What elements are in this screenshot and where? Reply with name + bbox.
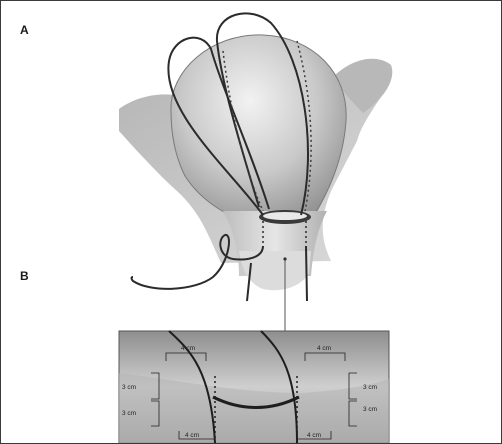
dim-right-upper: 3 cm (363, 384, 377, 391)
dim-left-upper: 3 cm (122, 384, 136, 391)
dim-left-lower: 3 cm (122, 410, 136, 417)
inset-panel: 4 cm 3 cm 3 cm 4 cm 4 cm 3 cm 3 cm 4 cm (119, 331, 389, 443)
dim-right-bottom: 4 cm (307, 432, 321, 439)
dim-left-bottom: 4 cm (185, 432, 199, 439)
dim-right-lower: 3 cm (363, 406, 377, 413)
dim-right-top: 4 cm (317, 345, 331, 352)
suture-tail-down-2 (306, 246, 307, 301)
dim-left-top: 4 cm (181, 345, 195, 352)
